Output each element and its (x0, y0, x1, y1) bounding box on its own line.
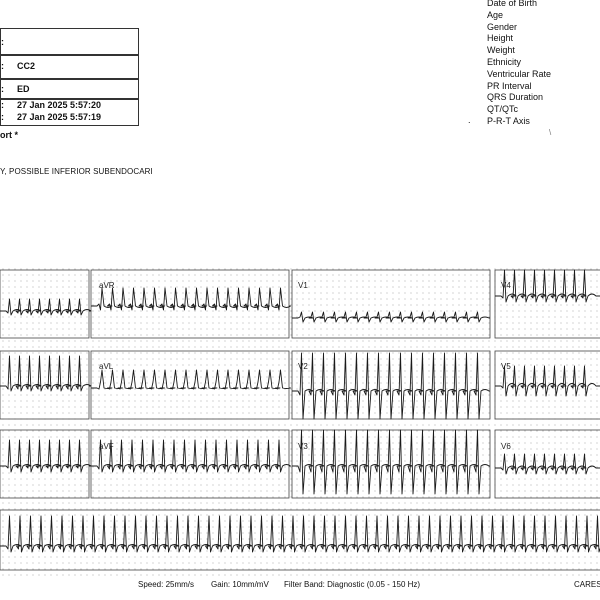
ecg-waveform (0, 439, 92, 473)
ecg-waveform (495, 365, 600, 397)
lead-label-v1: V1 (298, 281, 308, 290)
ecg-waveform (495, 269, 600, 303)
stray-dot-mark: . (468, 115, 471, 125)
ecg-waveform (91, 369, 291, 390)
label-ventricular-rate: Ventricular Rate (487, 68, 552, 79)
ecg-waveform (0, 355, 92, 392)
label-weight: Weight (487, 45, 515, 56)
ecg-waveform (91, 287, 291, 311)
ecg-waveform (0, 515, 600, 553)
footer-filter: Filter Band: Diagnostic (0.05 - 150 Hz) (284, 580, 421, 589)
label-height: Height (487, 33, 514, 44)
label-prt-axis: P-R-T Axis (487, 115, 530, 126)
lead-label-v4: V4 (501, 281, 511, 290)
label-qt-qtc: QT/QTc (487, 104, 518, 115)
ecg-waveform (292, 311, 490, 323)
ecg-tracing: aVR aVL aVF V1 V2 V3 V4 V5 V6 (0, 266, 600, 580)
header-colon: : (1, 112, 4, 122)
acquired-datetime: 27 Jan 2025 5:57:20 (17, 100, 102, 110)
footer-brand: CARES (574, 580, 600, 589)
label-date-of-birth: Date of Birth (487, 0, 538, 8)
header-colon: : (1, 37, 4, 47)
grid-dots (0, 266, 600, 580)
header-colon: : (1, 84, 4, 94)
ecg-waveform (292, 429, 490, 495)
header-value: CC2 (17, 61, 36, 71)
label-qrs-duration: QRS Duration (487, 92, 544, 103)
lead-label-v2: V2 (298, 362, 308, 371)
header-row-4: : 27 Jan 2025 5:57:20 : 27 Jan 2025 5:57… (0, 98, 139, 126)
lead-label-v5: V5 (501, 362, 511, 371)
label-ethnicity: Ethnicity (487, 56, 522, 67)
label-pr-interval: PR Interval (487, 80, 532, 91)
header-value: ED (17, 84, 30, 94)
label-gender: Gender (487, 21, 518, 32)
interpretation-text: Y, POSSIBLE INFERIOR SUBENDOCARI (0, 167, 153, 176)
ecg-waveform (91, 439, 291, 473)
header-row-2: : CC2 (0, 54, 139, 80)
footer-gain: Gain: 10mm/mV (211, 580, 269, 589)
header-row-1: : (0, 28, 139, 56)
printed-datetime: 27 Jan 2025 5:57:19 (17, 112, 102, 122)
header-colon: : (1, 100, 4, 110)
report-title: ort * (0, 130, 18, 140)
lead-label-v3: V3 (298, 442, 308, 451)
lead-label-v6: V6 (501, 442, 511, 451)
header-row-3: : ED (0, 78, 139, 100)
ecg-waveform (0, 298, 92, 316)
header-colon: : (1, 61, 4, 71)
ecg-waveform (495, 453, 600, 475)
lead-label-avf: aVF (99, 442, 114, 451)
lead-label-avr: aVR (99, 281, 115, 290)
label-age: Age (487, 9, 504, 20)
patient-labels: Date of Birth Age Gender Height Weight E… (487, 0, 551, 128)
pen-tick-mark: \ (549, 128, 552, 137)
footer-speed: Speed: 25mm/s (138, 580, 195, 589)
lead-label-avl: aVL (99, 362, 114, 371)
ecg-waveform (292, 352, 490, 420)
